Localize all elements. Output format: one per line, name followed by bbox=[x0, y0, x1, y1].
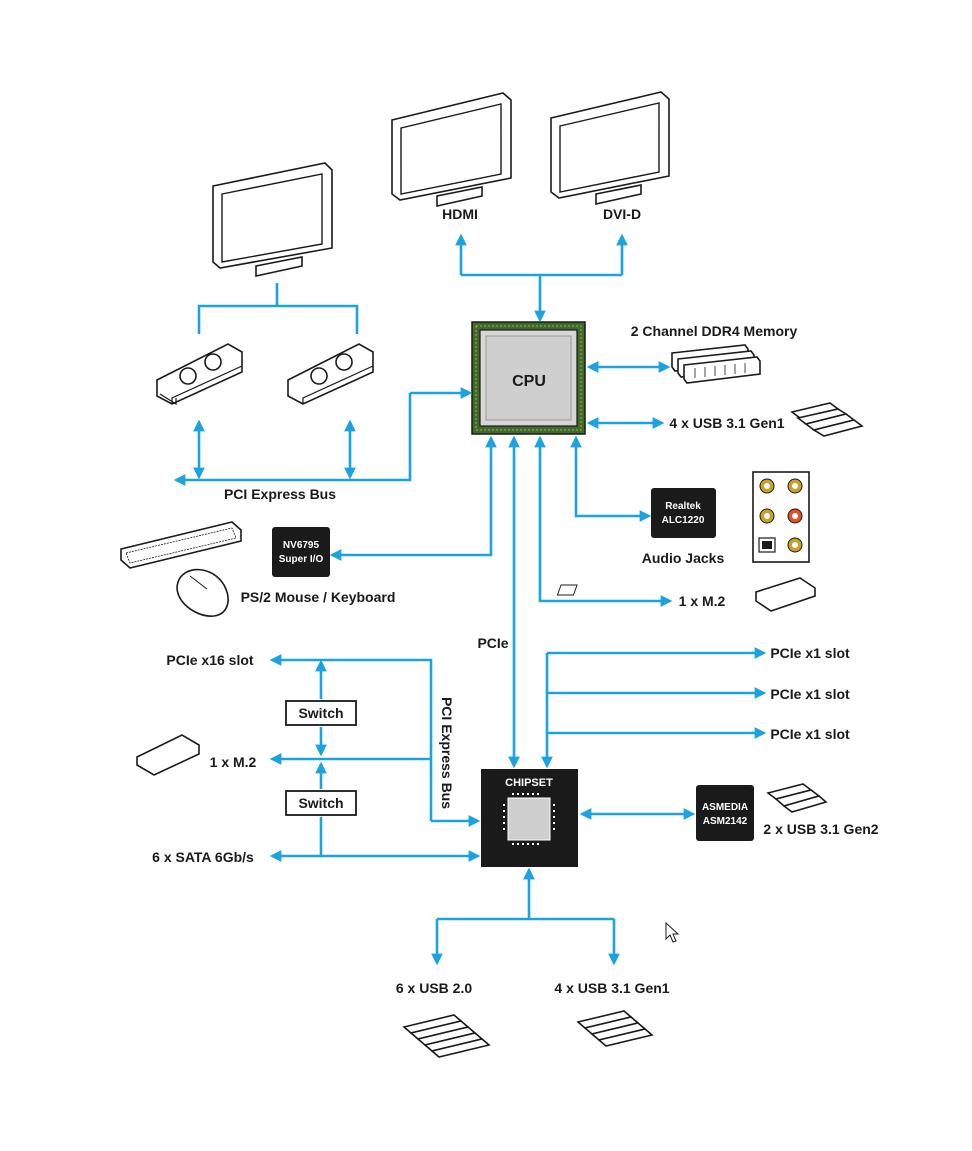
monitor-icon bbox=[212, 162, 333, 277]
chipset-m2-label: 1 x M.2 bbox=[210, 754, 257, 770]
cpu-chip: CPU bbox=[471, 321, 586, 435]
audio-jacks-icon bbox=[752, 471, 810, 563]
ps2-label: PS/2 Mouse / Keyboard bbox=[241, 589, 396, 605]
switch-box: Switch bbox=[285, 700, 357, 726]
cpu-usb-label: 4 x USB 3.1 Gen1 bbox=[669, 415, 784, 431]
monitor-hdmi-icon bbox=[391, 92, 512, 207]
mouse-icon bbox=[176, 568, 229, 617]
audio-chip-line2: ALC1220 bbox=[662, 515, 705, 526]
usb-connector-icon bbox=[576, 1010, 654, 1047]
asmedia-chip-line2: ASM2142 bbox=[703, 816, 748, 827]
graphics-card-icon bbox=[156, 343, 243, 406]
pci-express-bus-vertical-label: PCI Express Bus bbox=[439, 697, 455, 809]
pcie-label: PCIe bbox=[477, 635, 508, 651]
superio-chip-line2: Super I/O bbox=[279, 554, 324, 565]
hdmi-label: HDMI bbox=[442, 206, 478, 222]
cpu-m2-label: 1 x M.2 bbox=[679, 593, 726, 609]
mouse-pointer-icon bbox=[665, 921, 680, 943]
usb20-label: 6 x USB 2.0 bbox=[396, 980, 472, 996]
connection-lines bbox=[173, 233, 767, 966]
monitor-dvi-icon bbox=[550, 91, 670, 205]
superio-chip: NV6795 Super I/O bbox=[272, 527, 330, 577]
pcie-x1-slot-label: PCIe x1 slot bbox=[770, 645, 850, 661]
pcie-x1-slot-label: PCIe x1 slot bbox=[770, 726, 850, 742]
pcie-x1-slot-label: PCIe x1 slot bbox=[770, 686, 850, 702]
cpu-label: CPU bbox=[512, 373, 546, 390]
dvi-label: DVI-D bbox=[603, 206, 641, 222]
asmedia-usb-label: 2 x USB 3.1 Gen2 bbox=[763, 821, 878, 837]
audio-jacks-label: Audio Jacks bbox=[642, 550, 725, 566]
memory-icon bbox=[671, 344, 761, 384]
switch-label: Switch bbox=[298, 795, 343, 811]
pcie-x16-slot-label: PCIe x16 slot bbox=[166, 652, 253, 668]
chipset-usb-label: 4 x USB 3.1 Gen1 bbox=[554, 980, 669, 996]
pci-express-bus-label: PCI Express Bus bbox=[224, 486, 336, 502]
keyboard-icon bbox=[120, 521, 242, 569]
audio-codec-chip: Realtek ALC1220 bbox=[651, 488, 716, 538]
usb-connector-icon bbox=[790, 402, 864, 437]
m2-card-icon bbox=[136, 734, 200, 776]
switch-label: Switch bbox=[298, 705, 343, 721]
superio-chip-line1: NV6795 bbox=[283, 540, 320, 551]
chipset-chip: CHIPSET bbox=[481, 769, 578, 867]
chipset-label: CHIPSET bbox=[505, 777, 553, 789]
graphics-card-icon bbox=[287, 343, 374, 405]
audio-chip-line1: Realtek bbox=[665, 501, 701, 512]
usb-connector-icon bbox=[766, 783, 828, 813]
asmedia-chip: ASMEDIA ASM2142 bbox=[696, 785, 754, 841]
usb-connector-icon bbox=[402, 1014, 491, 1058]
sata-label: 6 x SATA 6Gb/s bbox=[152, 849, 254, 865]
memory-label: 2 Channel DDR4 Memory bbox=[631, 323, 798, 339]
asmedia-chip-line1: ASMEDIA bbox=[702, 802, 748, 813]
switch-box: Switch bbox=[285, 790, 357, 816]
